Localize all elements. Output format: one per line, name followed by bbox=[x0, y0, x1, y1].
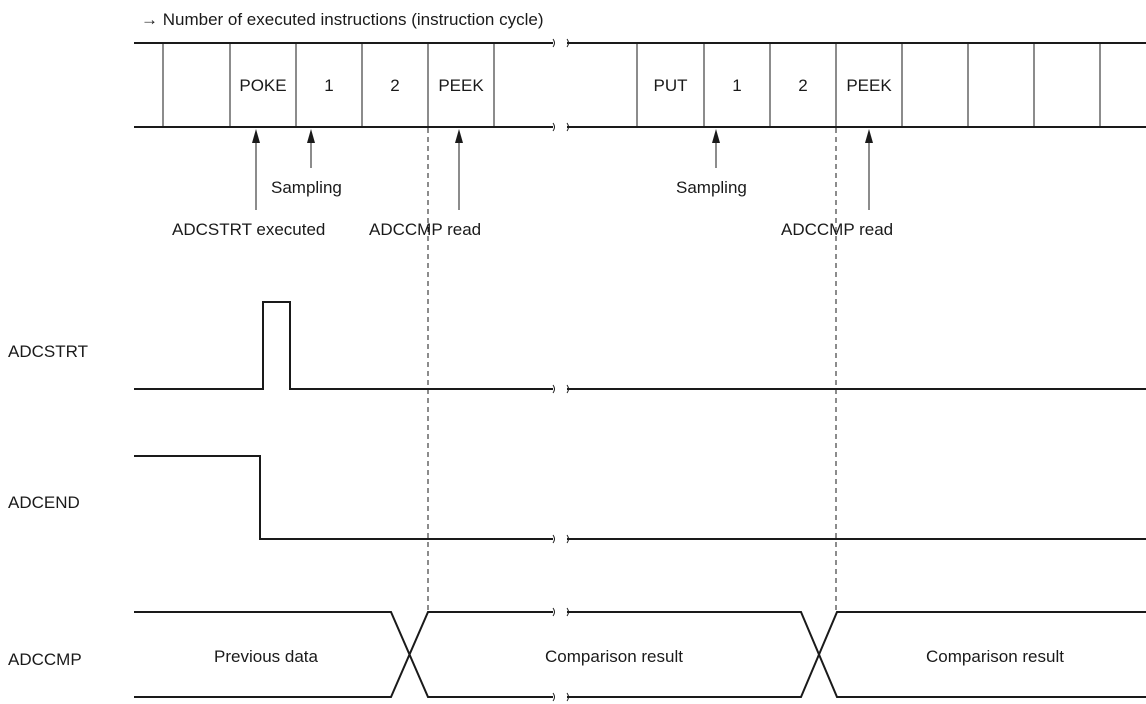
adccmp-segment-comparison-result-2: Comparison result bbox=[926, 647, 1064, 666]
arrowhead-adcstrt-executed bbox=[252, 129, 260, 143]
signal-label-adcstrt: ADCSTRT bbox=[8, 342, 88, 361]
instruction-cell-label: PEEK bbox=[846, 76, 892, 95]
marker-arrows bbox=[252, 129, 873, 210]
signal-waveform-adccmp bbox=[134, 607, 1146, 702]
signal-waveform-adcstrt bbox=[134, 301, 1146, 394]
arrowhead-sampling-1 bbox=[307, 129, 315, 143]
signal-label-adcend: ADCEND bbox=[8, 493, 80, 512]
instruction-cell-label: 1 bbox=[324, 76, 333, 95]
instruction-cell-label: 2 bbox=[390, 76, 399, 95]
instruction-cell-label: 2 bbox=[798, 76, 807, 95]
cell-dividers bbox=[162, 43, 1101, 127]
label-adccmp-read-2: ADCCMP read bbox=[781, 220, 893, 239]
diagram-title: → Number of executed instructions (instr… bbox=[141, 10, 544, 29]
cell-labels: POKE 1 2 PEEK PUT 1 2 PEEK bbox=[239, 76, 892, 95]
break-mark-top bbox=[552, 38, 569, 48]
instruction-cell-label: PUT bbox=[654, 76, 688, 95]
label-sampling-1: Sampling bbox=[271, 178, 342, 197]
instruction-cell-label: 1 bbox=[732, 76, 741, 95]
instruction-cell-label: POKE bbox=[239, 76, 286, 95]
break-mark-bottom bbox=[552, 122, 569, 132]
instruction-cell-label: PEEK bbox=[438, 76, 484, 95]
signal-waveform-adcend bbox=[134, 455, 1146, 544]
arrowhead-sampling-2 bbox=[712, 129, 720, 143]
adccmp-segment-comparison-result-1: Comparison result bbox=[545, 647, 683, 666]
signal-label-adccmp: ADCCMP bbox=[8, 650, 82, 669]
arrowhead-adccmp-read-1 bbox=[455, 129, 463, 143]
label-sampling-2: Sampling bbox=[676, 178, 747, 197]
label-adcstrt-executed: ADCSTRT executed bbox=[172, 220, 325, 239]
instruction-cycle-bar: POKE 1 2 PEEK PUT 1 2 PEEK bbox=[134, 38, 1146, 132]
arrowhead-adccmp-read-2 bbox=[865, 129, 873, 143]
label-adccmp-read-1: ADCCMP read bbox=[369, 220, 481, 239]
adccmp-segment-previous-data: Previous data bbox=[214, 647, 318, 666]
